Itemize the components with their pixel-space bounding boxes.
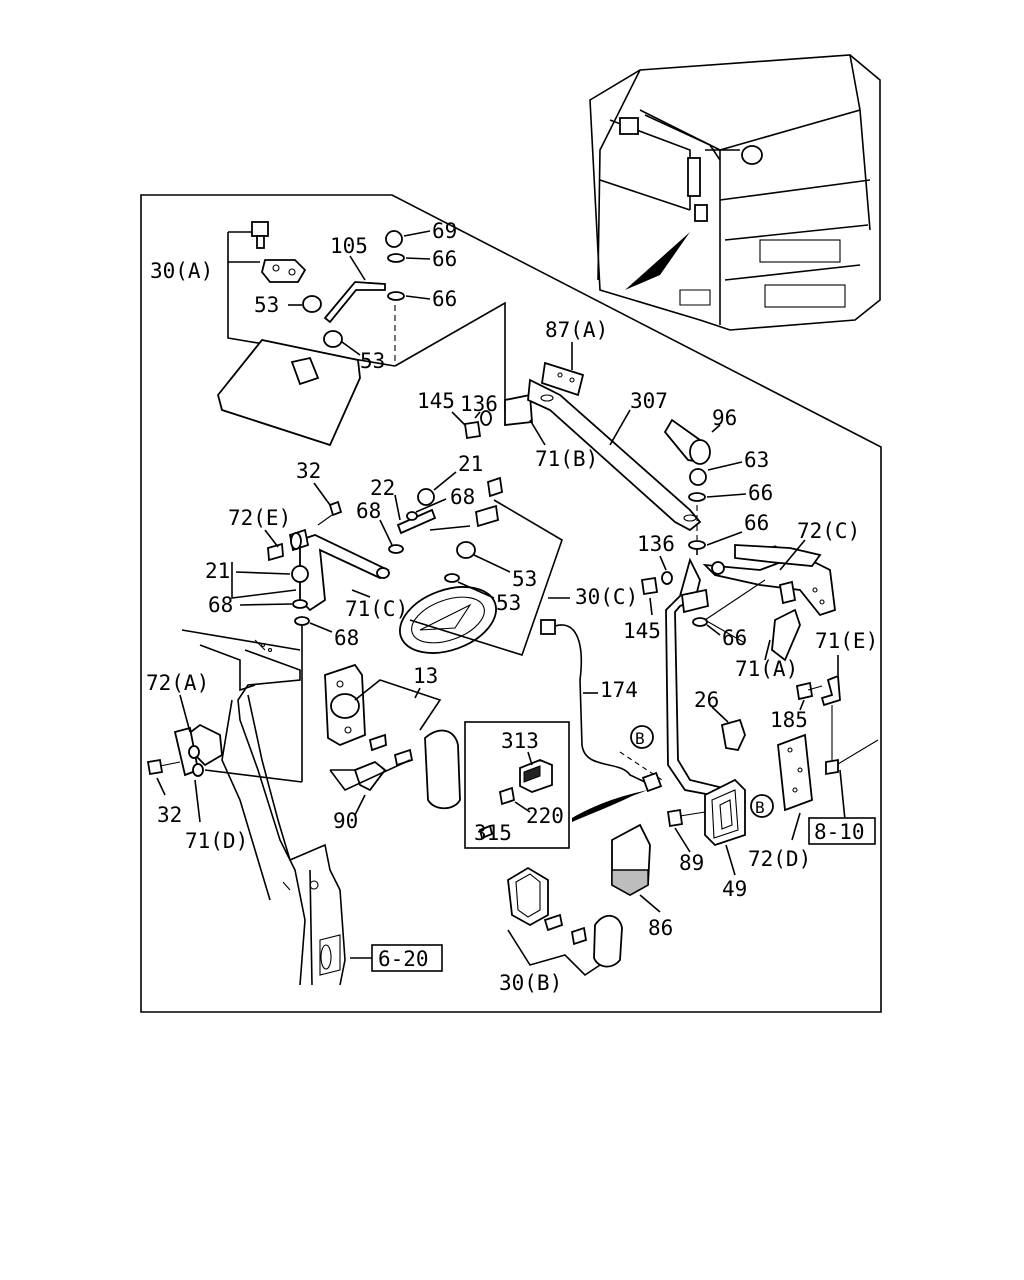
label-68a: 68 — [450, 485, 475, 509]
label-71b: 71(B) — [535, 447, 598, 471]
label-53a: 53 — [254, 293, 279, 317]
label-49: 49 — [722, 877, 747, 901]
label-86: 86 — [648, 916, 673, 940]
label-66b: 66 — [432, 287, 457, 311]
mirror-30c-assembly — [399, 476, 563, 656]
label-220: 220 — [526, 804, 564, 828]
connector-kit-box — [464, 721, 570, 849]
ref-box-6-20: 6-20 — [350, 944, 443, 972]
label-21b: 21 — [205, 559, 230, 583]
right-mirror-assembly — [665, 544, 836, 802]
label-b1: B — [635, 729, 645, 748]
ref-8-10: 8-10 — [814, 820, 865, 844]
label-30c: 30(C) — [575, 585, 638, 609]
label-68b: 68 — [356, 499, 381, 523]
cover-86 — [611, 823, 651, 897]
label-72d: 72(D) — [748, 847, 811, 871]
label-313: 313 — [501, 729, 539, 753]
truck-cab-illustration — [589, 54, 881, 331]
label-72c: 72(C) — [797, 519, 860, 543]
plate-72d — [777, 733, 879, 812]
label-32a: 32 — [296, 459, 321, 483]
label-53d: 53 — [496, 591, 521, 615]
bracket-72a — [146, 723, 303, 783]
label-30a: 30(A) — [150, 259, 213, 283]
wire-174 — [540, 619, 663, 793]
label-32b: 32 — [157, 803, 182, 827]
label-136b: 136 — [637, 532, 675, 556]
label-185: 185 — [770, 708, 808, 732]
mirror-30a-assembly — [217, 221, 396, 447]
cab-pillar-illustration — [181, 629, 346, 986]
label-71e: 71(E) — [815, 629, 878, 653]
label-71d: 71(D) — [185, 829, 248, 853]
label-174: 174 — [600, 678, 638, 702]
label-307: 307 — [630, 389, 668, 413]
label-69: 69 — [432, 219, 457, 243]
ref-box-8-10: 8-10 — [808, 817, 876, 845]
label-72e: 72(E) — [228, 506, 291, 530]
label-89: 89 — [679, 851, 704, 875]
label-90: 90 — [333, 809, 358, 833]
diagram-frame — [140, 194, 882, 1013]
ref-6-20: 6-20 — [378, 947, 429, 971]
label-66d: 66 — [744, 511, 769, 535]
label-72a: 72(A) — [146, 671, 209, 695]
label-66c: 66 — [748, 481, 773, 505]
label-b2: B — [755, 798, 765, 817]
label-66a: 66 — [432, 247, 457, 271]
label-136a: 136 — [460, 392, 498, 416]
label-66e: 66 — [722, 626, 747, 650]
label-145a: 145 — [417, 389, 455, 413]
arm-307-assembly — [504, 361, 702, 532]
label-13: 13 — [413, 664, 438, 688]
label-68d: 68 — [334, 626, 359, 650]
label-53b: 53 — [360, 349, 385, 373]
label-68c: 68 — [208, 593, 233, 617]
label-63: 63 — [744, 448, 769, 472]
label-96: 96 — [712, 406, 737, 430]
part-105-rod — [323, 255, 386, 324]
label-315: 315 — [474, 821, 512, 845]
label-21a: 21 — [458, 452, 483, 476]
label-30b: 30(B) — [499, 971, 562, 995]
mirror-30b-assembly — [507, 866, 623, 977]
label-22: 22 — [370, 476, 395, 500]
mirror-pad-13-assembly — [324, 663, 461, 810]
label-145b: 145 — [623, 619, 661, 643]
label-87a: 87(A) — [545, 318, 608, 342]
label-71a: 71(A) — [735, 657, 798, 681]
bulb-96 — [663, 418, 711, 465]
label-71c: 71(C) — [345, 597, 408, 621]
mirror-head-49 — [704, 778, 746, 847]
label-26: 26 — [694, 688, 719, 712]
label-53c: 53 — [512, 567, 537, 591]
label-105: 105 — [330, 234, 368, 258]
